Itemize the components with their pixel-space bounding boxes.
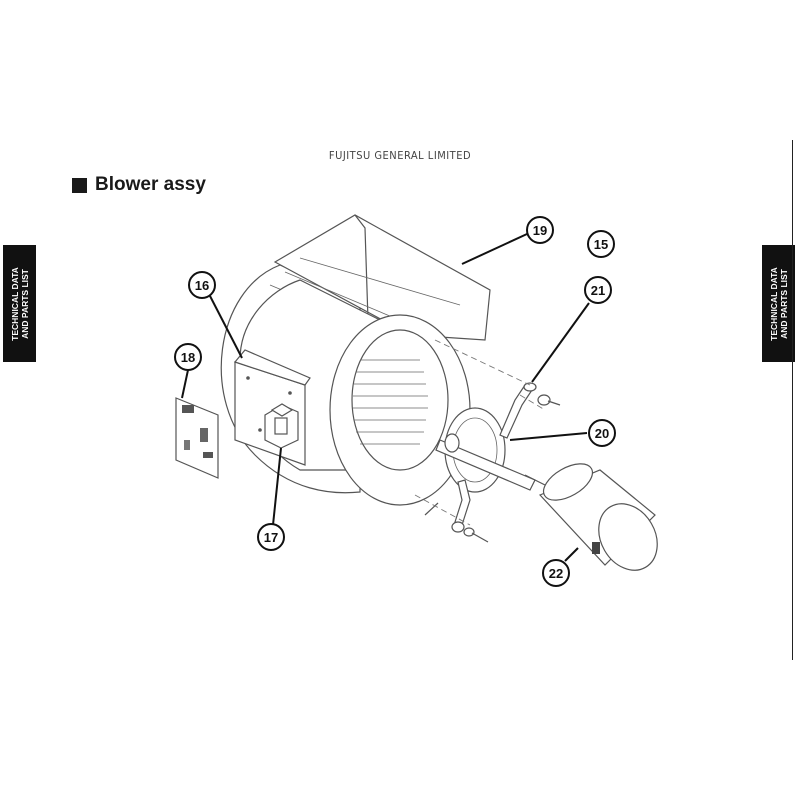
motor-mount-arm-upper xyxy=(499,382,561,439)
assembly-guide-lines xyxy=(414,339,546,526)
callout-19-label: 19 xyxy=(533,223,547,238)
side-tab-left: TECHNICAL DATA AND PARTS LIST xyxy=(3,245,36,362)
right-margin-rule xyxy=(792,140,793,660)
callout-22: 22 xyxy=(542,559,570,587)
callout-16-label: 16 xyxy=(195,278,209,293)
callout-21-label: 21 xyxy=(591,283,605,298)
capacitor xyxy=(264,403,299,449)
callout-22-label: 22 xyxy=(549,566,563,581)
callout-16: 16 xyxy=(188,271,216,299)
company-header: FUJITSU GENERAL LIMITED xyxy=(328,149,472,162)
callout-18: 18 xyxy=(174,343,202,371)
black-square-icon xyxy=(72,177,87,193)
blower-motor xyxy=(524,463,658,571)
leader-lines xyxy=(181,233,590,562)
section-title-text: Blower assy xyxy=(95,174,206,195)
callout-15: 15 xyxy=(587,230,615,258)
motor-mount-arm-lower xyxy=(424,479,489,543)
callout-17: 17 xyxy=(257,523,285,551)
fan-wheel xyxy=(353,359,428,445)
callout-17-label: 17 xyxy=(264,530,278,545)
callout-20: 20 xyxy=(588,419,616,447)
motor-mount xyxy=(435,407,536,493)
callout-21: 21 xyxy=(584,276,612,304)
control-board xyxy=(175,397,219,479)
side-tab-right: TECHNICAL DATA AND PARTS LIST xyxy=(762,245,795,362)
callout-18-label: 18 xyxy=(181,350,195,365)
callout-15-label: 15 xyxy=(594,237,608,252)
section-title: Blower assy xyxy=(72,174,206,196)
callout-20-label: 20 xyxy=(595,426,609,441)
callout-19: 19 xyxy=(526,216,554,244)
